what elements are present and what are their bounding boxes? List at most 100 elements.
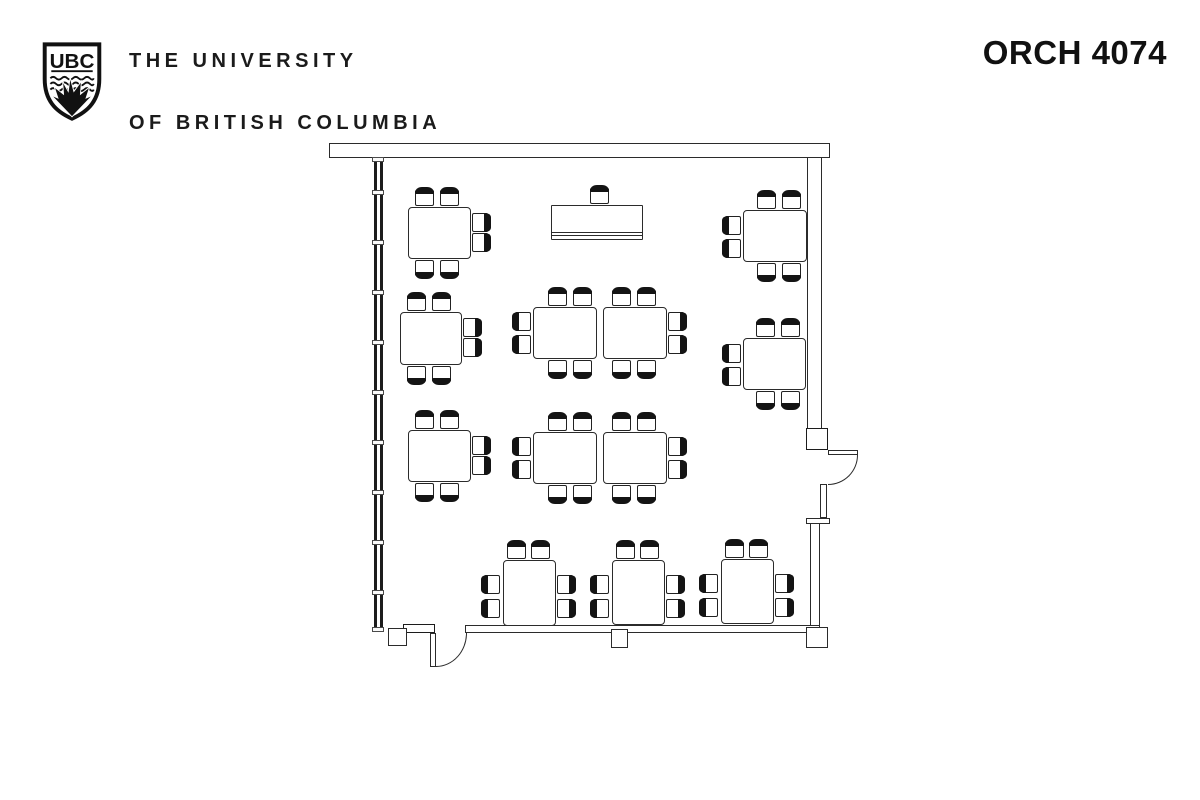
chair xyxy=(440,483,459,502)
chair xyxy=(640,540,659,559)
chair-back xyxy=(678,575,685,594)
chair xyxy=(722,367,741,386)
chair-back xyxy=(612,287,631,294)
chair-back xyxy=(484,436,491,455)
chair xyxy=(668,437,687,456)
chair xyxy=(407,366,426,385)
table-right-1 xyxy=(743,210,807,262)
chair-back xyxy=(699,574,706,593)
chair-back xyxy=(415,272,434,279)
chair xyxy=(637,485,656,504)
chair xyxy=(548,287,567,306)
door-east-leaf xyxy=(828,450,858,455)
chair-back xyxy=(531,540,550,547)
chair-back xyxy=(637,497,656,504)
post-bottom-right xyxy=(806,627,828,648)
door-south-leaf xyxy=(430,633,436,667)
chair xyxy=(557,575,576,594)
table-right-2 xyxy=(743,338,806,390)
chair-back xyxy=(569,599,576,618)
chair xyxy=(756,391,775,410)
chair xyxy=(432,366,451,385)
chair xyxy=(415,410,434,429)
chair xyxy=(548,412,567,431)
chair-back xyxy=(781,318,800,325)
chair xyxy=(612,287,631,306)
chair-back xyxy=(512,460,519,479)
chair-back xyxy=(507,540,526,547)
chair-back xyxy=(573,497,592,504)
top-wall-band xyxy=(329,143,830,158)
right-wall-lower xyxy=(810,523,820,627)
chair-back xyxy=(415,410,434,417)
chair-back xyxy=(484,456,491,475)
chair-back xyxy=(678,599,685,618)
chair xyxy=(668,312,687,331)
chair xyxy=(590,185,609,204)
ubc-logo: UBC xyxy=(42,42,102,121)
chair-back xyxy=(749,539,768,546)
chair xyxy=(407,292,426,311)
chair-back xyxy=(432,292,451,299)
chair-back xyxy=(573,287,592,294)
window-mullion xyxy=(372,290,384,295)
chair-back xyxy=(612,412,631,419)
chair xyxy=(612,485,631,504)
window-mullion xyxy=(372,157,384,162)
chair xyxy=(548,485,567,504)
window-mullion xyxy=(372,190,384,195)
chair xyxy=(775,598,794,617)
chair-back xyxy=(548,497,567,504)
chair xyxy=(415,260,434,279)
chair xyxy=(481,599,500,618)
chair-back xyxy=(475,318,482,337)
chair xyxy=(440,410,459,429)
chair xyxy=(472,213,491,232)
chair xyxy=(557,599,576,618)
chair-back xyxy=(756,318,775,325)
table-center-2-right xyxy=(603,432,667,484)
window-mullion xyxy=(372,590,384,595)
chair-back xyxy=(680,312,687,331)
chair-back xyxy=(640,540,659,547)
chair-back xyxy=(612,372,631,379)
ubc-sunburst xyxy=(50,77,94,118)
chair-back xyxy=(757,190,776,197)
chair-back xyxy=(548,287,567,294)
table-left-2 xyxy=(400,312,462,365)
chair xyxy=(757,190,776,209)
chair xyxy=(463,318,482,337)
table-left-1 xyxy=(408,207,471,259)
chair-back xyxy=(787,598,794,617)
window-mullion xyxy=(372,490,384,495)
university-line2: OF BRITISH COLUMBIA xyxy=(129,112,442,134)
chair xyxy=(573,485,592,504)
university-wordmark: THE UNIVERSITY OF BRITISH COLUMBIA xyxy=(129,46,441,139)
post-bottom-left xyxy=(388,628,407,646)
window-mullion xyxy=(372,440,384,445)
chair xyxy=(781,391,800,410)
chair-back xyxy=(782,190,801,197)
lectern-table xyxy=(551,205,643,240)
table-center-1-left xyxy=(533,307,597,359)
chair-back xyxy=(637,287,656,294)
chair xyxy=(612,412,631,431)
chair xyxy=(699,574,718,593)
chair-back xyxy=(407,292,426,299)
chair xyxy=(612,360,631,379)
chair xyxy=(548,360,567,379)
chair xyxy=(507,540,526,559)
table-bottom-1 xyxy=(503,560,556,626)
chair xyxy=(590,575,609,594)
chair xyxy=(782,263,801,282)
chair xyxy=(722,216,741,235)
chair xyxy=(472,456,491,475)
chair xyxy=(722,239,741,258)
chair-back xyxy=(787,574,794,593)
chair-back xyxy=(756,403,775,410)
chair xyxy=(722,344,741,363)
chair xyxy=(531,540,550,559)
chair xyxy=(749,539,768,558)
chair xyxy=(573,287,592,306)
